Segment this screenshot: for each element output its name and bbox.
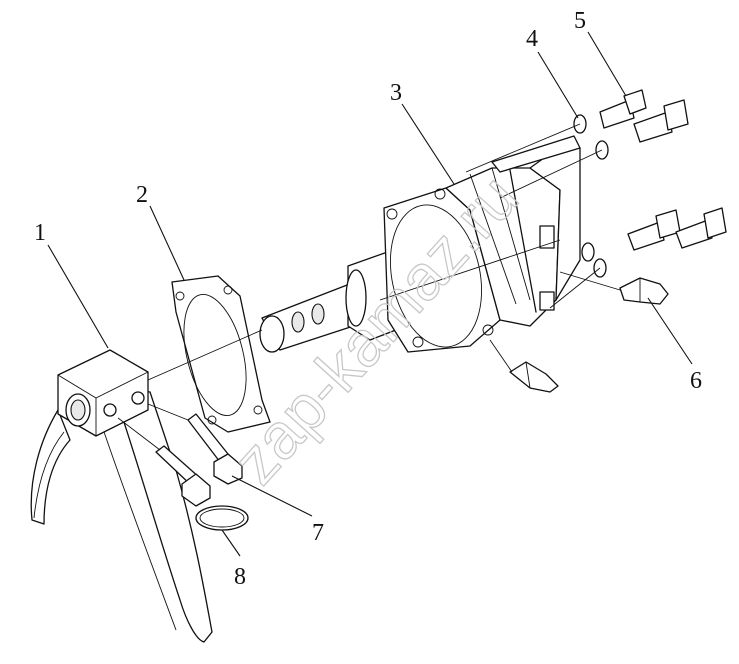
callout-7-label: 7 — [312, 520, 324, 546]
lock-wire-part-8 — [195, 505, 249, 531]
callout-6-label: 6 — [690, 368, 702, 394]
callout-8-label: 8 — [234, 564, 246, 590]
bolt-part-7 — [155, 413, 243, 507]
shift-fork-part-1 — [30, 349, 213, 643]
callout-2-label: 2 — [136, 182, 148, 208]
shift-cylinder-part-3 — [259, 135, 581, 353]
callout-3-label: 3 — [390, 80, 402, 106]
callout-5-label: 5 — [574, 8, 586, 34]
bolt-part-5 — [599, 89, 727, 251]
callout-1-label: 1 — [34, 220, 46, 246]
gasket-part-2 — [171, 275, 271, 433]
leader-lines — [47, 31, 693, 557]
callout-4-label: 4 — [526, 26, 538, 52]
assembly-axis-lines — [117, 123, 621, 451]
callout-labels: 1 2 3 4 5 6 7 8 — [34, 8, 702, 590]
fitting-part-6 — [509, 277, 669, 393]
